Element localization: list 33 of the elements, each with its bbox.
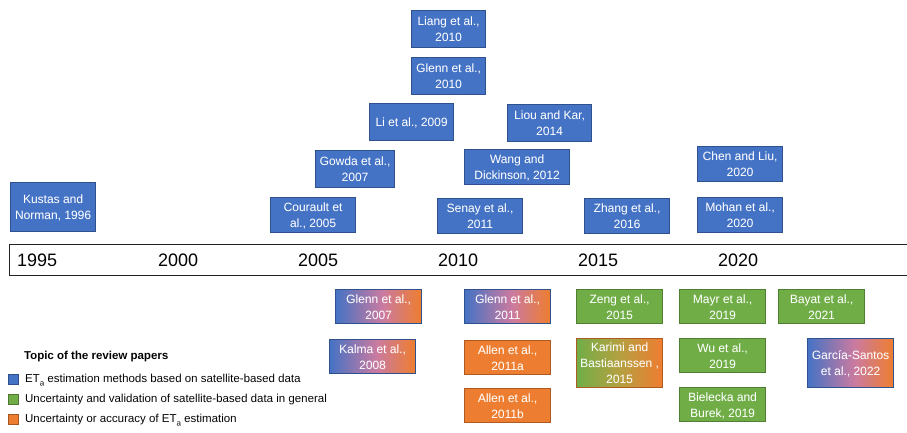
- paper-box: Karimi and Bastiaanssen , 2015: [576, 338, 663, 388]
- year-label: 2005: [298, 250, 338, 271]
- paper-box: Kustas and Norman, 1996: [10, 182, 96, 232]
- paper-box: Courault et al., 2005: [270, 197, 356, 233]
- paper-box: Allen et al., 2011b: [464, 388, 551, 423]
- legend-title: Topic of the review papers: [24, 350, 168, 362]
- year-label: 2015: [578, 250, 618, 271]
- paper-box: Gowda et al., 2007: [315, 150, 395, 188]
- paper-box: Li et al., 2009: [369, 103, 454, 141]
- paper-box: Glenn et al., 2007: [335, 289, 422, 324]
- paper-box: Liang et al., 2010: [411, 10, 486, 48]
- paper-box: Allen et al., 2011a: [464, 340, 551, 375]
- paper-box: Liou and Kar, 2014: [507, 104, 592, 142]
- paper-box: Bielecka and Burek, 2019: [679, 387, 766, 422]
- year-label: 2000: [158, 250, 198, 271]
- year-label: 2010: [438, 250, 478, 271]
- legend-text: Uncertainty or accuracy of ET$_{a}$ estimation: [25, 412, 237, 427]
- year-label: 1995: [17, 250, 58, 271]
- paper-box: Mayr et al., 2019: [679, 289, 766, 324]
- paper-box: Wang and Dickinson, 2012: [464, 149, 570, 185]
- year-label: 2020: [718, 250, 758, 271]
- paper-box: Bayat et al., 2021: [778, 289, 865, 324]
- legend-text: Uncertainty and validation of satellite-based data in general: [25, 392, 327, 407]
- paper-box: Glenn et al., 2010: [411, 57, 486, 95]
- paper-box: Glenn et al., 2011: [464, 289, 551, 324]
- paper-box: Senay et al., 2011: [437, 198, 523, 234]
- paper-box: Chen and Liu, 2020: [697, 146, 783, 182]
- paper-box: Kalma et al., 2008: [329, 339, 416, 374]
- paper-box: Zhang et al., 2016: [584, 198, 670, 234]
- paper-box: Mohan et al., 2020: [697, 197, 783, 233]
- paper-box: Zeng et al., 2015: [576, 289, 663, 324]
- legend-text: ET$_{a}$ estimation methods based on satellite-based data: [25, 372, 301, 387]
- paper-box: Wu et al., 2019: [679, 338, 766, 373]
